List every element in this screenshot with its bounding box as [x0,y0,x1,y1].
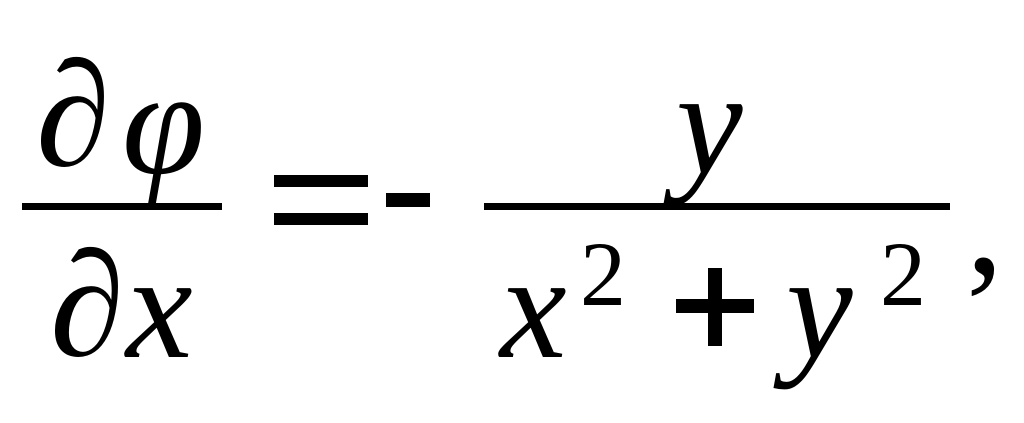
lhs-denominator-variable: x [126,224,193,390]
rhs-denominator-y-exponent: 2 [880,223,926,325]
lhs-fraction-bar [22,203,222,210]
minus-sign [386,193,430,207]
rhs-denominator-x-exponent: 2 [580,223,626,325]
rhs-denominator-y: y [786,224,853,390]
rhs-fraction-bar [484,203,950,210]
trailing-comma: , [966,140,1004,306]
rhs-denominator-x: x [500,224,567,390]
lhs-denominator-partial-symbol: ∂ [50,222,125,388]
lhs-numerator-variable: φ [122,40,205,206]
rhs-numerator-variable: y [676,40,743,206]
plus-sign [676,268,754,346]
lhs-numerator-partial-symbol: ∂ [36,32,111,198]
